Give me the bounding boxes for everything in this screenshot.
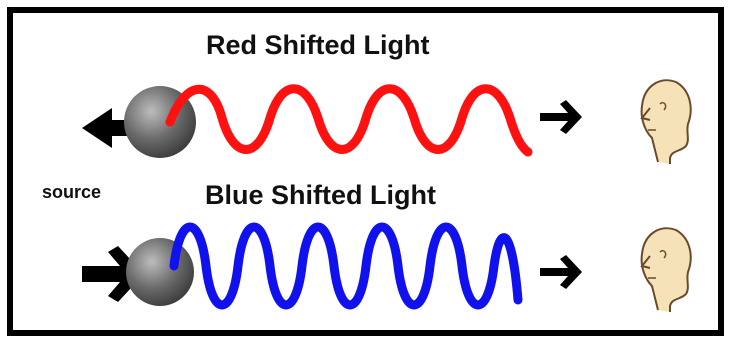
red-shift-title: Red Shifted Light — [206, 30, 430, 60]
red-wave — [165, 84, 533, 157]
source-moving-away — [82, 84, 582, 158]
arrow-left-icon — [82, 108, 142, 148]
observer-head-icon — [640, 227, 692, 312]
blue-shift-title: Blue Shifted Light — [205, 180, 436, 210]
arrow-right-icon — [540, 100, 582, 134]
observer-head-icon — [640, 79, 692, 164]
source-sphere-icon — [126, 238, 194, 306]
source-label: source — [42, 182, 102, 202]
blue-wave — [169, 222, 523, 310]
arrow-right-icon — [540, 255, 582, 289]
source-approaching — [82, 222, 582, 310]
